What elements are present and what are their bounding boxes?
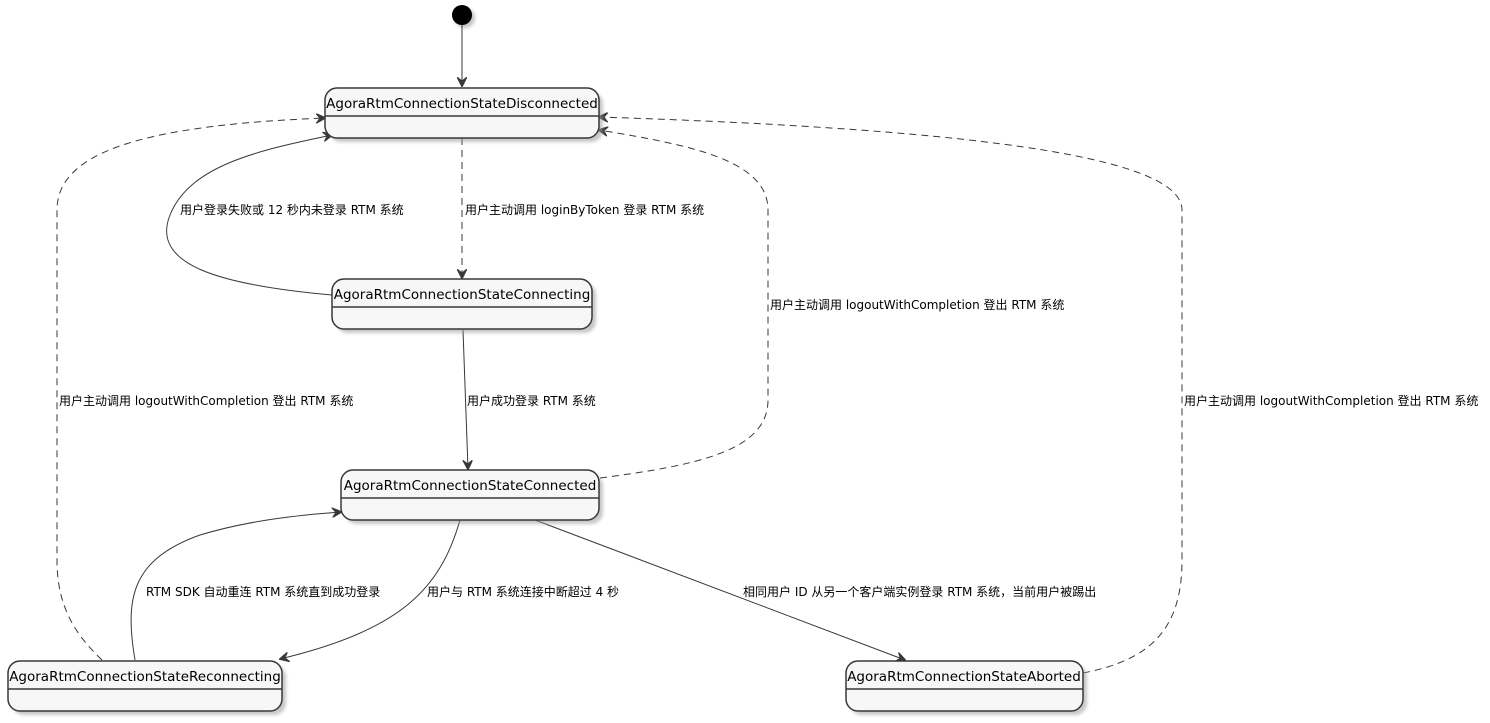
state-name: AgoraRtmConnectionStateDisconnected bbox=[326, 96, 598, 112]
initial-state bbox=[452, 5, 475, 28]
edge-logout-aborted bbox=[599, 117, 1183, 674]
state-name: AgoraRtmConnectionStateAborted bbox=[847, 669, 1081, 685]
initial-state-dot bbox=[452, 5, 472, 25]
edge-label-logout-connected: 用户主动调用 logoutWithCompletion 登出 RTM 系统 bbox=[770, 297, 1064, 312]
state-connecting[interactable]: AgoraRtmConnectionStateConnecting bbox=[331, 278, 596, 333]
state-name: AgoraRtmConnectionStateConnecting bbox=[334, 287, 591, 303]
edge-label-login: 用户主动调用 loginByToken 登录 RTM 系统 bbox=[465, 202, 704, 217]
edge-label-logout-aborted: 用户主动调用 logoutWithCompletion 登出 RTM 系统 bbox=[1184, 393, 1478, 408]
edge-reconnect bbox=[130, 512, 341, 661]
edge-label-logout-reconnecting: 用户主动调用 logoutWithCompletion 登出 RTM 系统 bbox=[59, 393, 353, 408]
edge-label-login-fail: 用户登录失败或 12 秒内未登录 RTM 系统 bbox=[180, 202, 404, 217]
edge-kicked bbox=[534, 519, 905, 660]
edge-label-interrupt: 用户与 RTM 系统连接中断超过 4 秒 bbox=[427, 584, 619, 599]
state-disconnected[interactable]: AgoraRtmConnectionStateDisconnected bbox=[324, 87, 603, 142]
edge-label-login-ok: 用户成功登录 RTM 系统 bbox=[467, 393, 596, 408]
state-reconnecting[interactable]: AgoraRtmConnectionStateReconnecting bbox=[7, 660, 286, 715]
edge-logout-reconnecting bbox=[56, 118, 325, 661]
edge-logout-connected bbox=[599, 130, 769, 479]
edge-login-fail bbox=[166, 135, 332, 296]
state-name: AgoraRtmConnectionStateConnected bbox=[344, 478, 597, 494]
edge-interrupt bbox=[280, 519, 461, 659]
edge-label-kicked: 相同用户 ID 从另一个客户端实例登录 RTM 系统，当前用户被踢出 bbox=[743, 584, 1096, 599]
edge-label-reconnect: RTM SDK 自动重连 RTM 系统直到成功登录 bbox=[146, 584, 380, 599]
state-aborted[interactable]: AgoraRtmConnectionStateAborted bbox=[845, 660, 1087, 715]
state-name: AgoraRtmConnectionStateReconnecting bbox=[9, 669, 281, 685]
state-connected[interactable]: AgoraRtmConnectionStateConnected bbox=[340, 469, 603, 524]
edge-login-ok bbox=[462, 329, 468, 469]
